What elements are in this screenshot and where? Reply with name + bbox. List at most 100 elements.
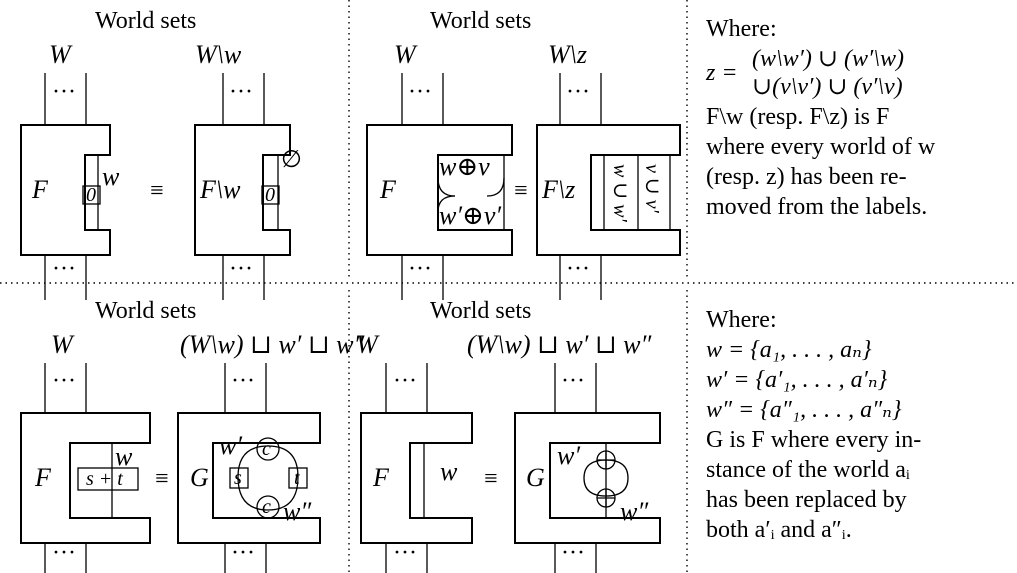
equiv: ≡ [484, 466, 498, 492]
diagram-right: ··· G w′ w″ ··· [514, 363, 661, 573]
panel-bottom-middle: World sets W (W\w) ⊔ w′ ⊔ w″ ··· F w ···… [356, 298, 661, 573]
panel-bottom-left: World sets W (W\w) ⊔ w′ ⊔ w″ ··· s + t F… [20, 298, 365, 573]
label-w2: w″ [620, 497, 649, 526]
svg-text:s: s [234, 467, 242, 489]
note-line: both a′ᵢ and a″ᵢ. [706, 517, 852, 543]
empty-set: ∅ [281, 147, 302, 173]
label-F-minus-w: F\w [199, 175, 241, 204]
set-left: W [49, 40, 73, 69]
equiv: ≡ [514, 178, 528, 204]
frame [360, 412, 473, 544]
label-w1: w′ [557, 441, 580, 470]
heading: World sets [95, 298, 196, 324]
diagram-left: ··· F w⊕v w′⊕v′ ··· [366, 73, 513, 300]
set-left: W [51, 330, 75, 359]
svg-text:c: c [262, 496, 271, 518]
note-line: has been replaced by [706, 487, 907, 513]
label-F: F [31, 175, 49, 204]
set-right: (W\w) ⊔ w′ ⊔ w″ [467, 330, 652, 359]
label-w1: w′ [219, 431, 242, 460]
diagram-right: ··· c c s t G w′ w″ ··· [177, 363, 321, 573]
heading: World sets [430, 8, 531, 34]
note-line: stance of the world aᵢ [706, 457, 910, 483]
s-box [229, 467, 249, 489]
label-F: F [379, 175, 397, 204]
heading: World sets [430, 298, 531, 324]
dots-top: ··· [52, 79, 76, 105]
t-box [288, 467, 308, 489]
panel-top-middle: World sets W W\z ··· F w⊕v w′⊕v′ ··· ≡ ·… [366, 8, 681, 300]
world-label: w [102, 162, 120, 191]
heading: World sets [95, 8, 196, 34]
equiv: ≡ [150, 178, 164, 204]
label-F: F [34, 463, 52, 492]
svg-text:···: ··· [393, 368, 417, 394]
diagram-left: ··· 0 F w ··· [20, 73, 120, 300]
svg-text:···: ··· [231, 368, 255, 394]
note-line: Where: [706, 16, 777, 42]
note-line: (resp. z) has been re- [706, 164, 907, 190]
svg-text:c: c [262, 438, 271, 460]
world-label: w [115, 442, 133, 471]
set-right: (W\w) ⊔ w′ ⊔ w″ [180, 330, 365, 359]
note-line: moved from the labels. [706, 194, 928, 220]
node-bottom: w′⊕v′ [439, 201, 501, 230]
svg-text:0: 0 [86, 184, 96, 206]
label-G: G [190, 463, 209, 492]
label-w2: w″ [283, 497, 312, 526]
note-line: where every world of w [706, 134, 936, 160]
svg-text:0: 0 [265, 184, 275, 206]
rotated-label-w: w ∪ w′ [609, 164, 631, 222]
node-top: w⊕v [439, 152, 490, 181]
dots-bottom: ··· [52, 256, 76, 282]
frame [536, 124, 681, 256]
note-line: w = {a₁, . . . , aₙ} [706, 337, 872, 363]
set-left: W [356, 330, 380, 359]
set-right: W\w [195, 40, 242, 69]
svg-text:···: ··· [566, 256, 590, 282]
diagram-left: ··· F w ··· [360, 363, 473, 573]
label-F-minus-z: F\z [541, 175, 575, 204]
note-line: F\w (resp. F\z) is F [706, 104, 890, 130]
svg-text:···: ··· [561, 368, 585, 394]
notes-top: Where: z = (w\w′) ∪ (w′\w) ∪(v\v′) ∪ (v′… [706, 14, 935, 222]
note-line: Where: [706, 307, 777, 333]
svg-text:···: ··· [231, 540, 255, 566]
rotated-label-v: v ∪ v′ [641, 164, 663, 214]
note-line: w′ = {a′₁, . . . , a′ₙ} [706, 367, 888, 393]
note-line: G is F where every in- [706, 427, 922, 453]
choice-node-bottom [256, 495, 280, 519]
svg-text:···: ··· [566, 79, 590, 105]
dots-bottom: ··· [229, 256, 253, 282]
z-definition: z = (w\w′) ∪ (w′\w) ∪(v\v′) ∪ (v′\v) [706, 46, 904, 100]
svg-text:···: ··· [52, 368, 76, 394]
label-F: F [372, 463, 390, 492]
set-right: W\z [548, 40, 587, 69]
equiv: ≡ [155, 466, 169, 492]
set-left: W [394, 40, 418, 69]
svg-text:t: t [294, 467, 300, 489]
note-line: w″ = {a″₁, . . . , a″ₙ} [706, 397, 902, 423]
svg-text:s + t: s + t [86, 468, 123, 490]
diagram-right: ··· 0 F\w ∅ ··· [194, 73, 302, 300]
diagram-right: ··· F\z w ∪ w′ v ∪ v′ ··· [536, 73, 681, 300]
svg-text:···: ··· [408, 256, 432, 282]
choice-node-top [256, 437, 280, 461]
frame [194, 124, 291, 256]
zero-box [261, 185, 280, 205]
frame [514, 412, 661, 544]
dots-top: ··· [229, 79, 253, 105]
svg-text:···: ··· [52, 540, 76, 566]
zero-box [82, 185, 101, 205]
panel-top-left: World sets W W\w ··· 0 F w ··· ≡ ··· 0 F… [20, 8, 302, 300]
label-G: G [526, 463, 545, 492]
svg-text:···: ··· [408, 79, 432, 105]
frame [20, 412, 151, 544]
sum-box [77, 467, 139, 491]
world-label: w [440, 457, 458, 486]
diagram-left: ··· s + t F w ··· [20, 363, 151, 573]
svg-text:···: ··· [561, 540, 585, 566]
frame [20, 124, 111, 256]
svg-text:···: ··· [393, 540, 417, 566]
